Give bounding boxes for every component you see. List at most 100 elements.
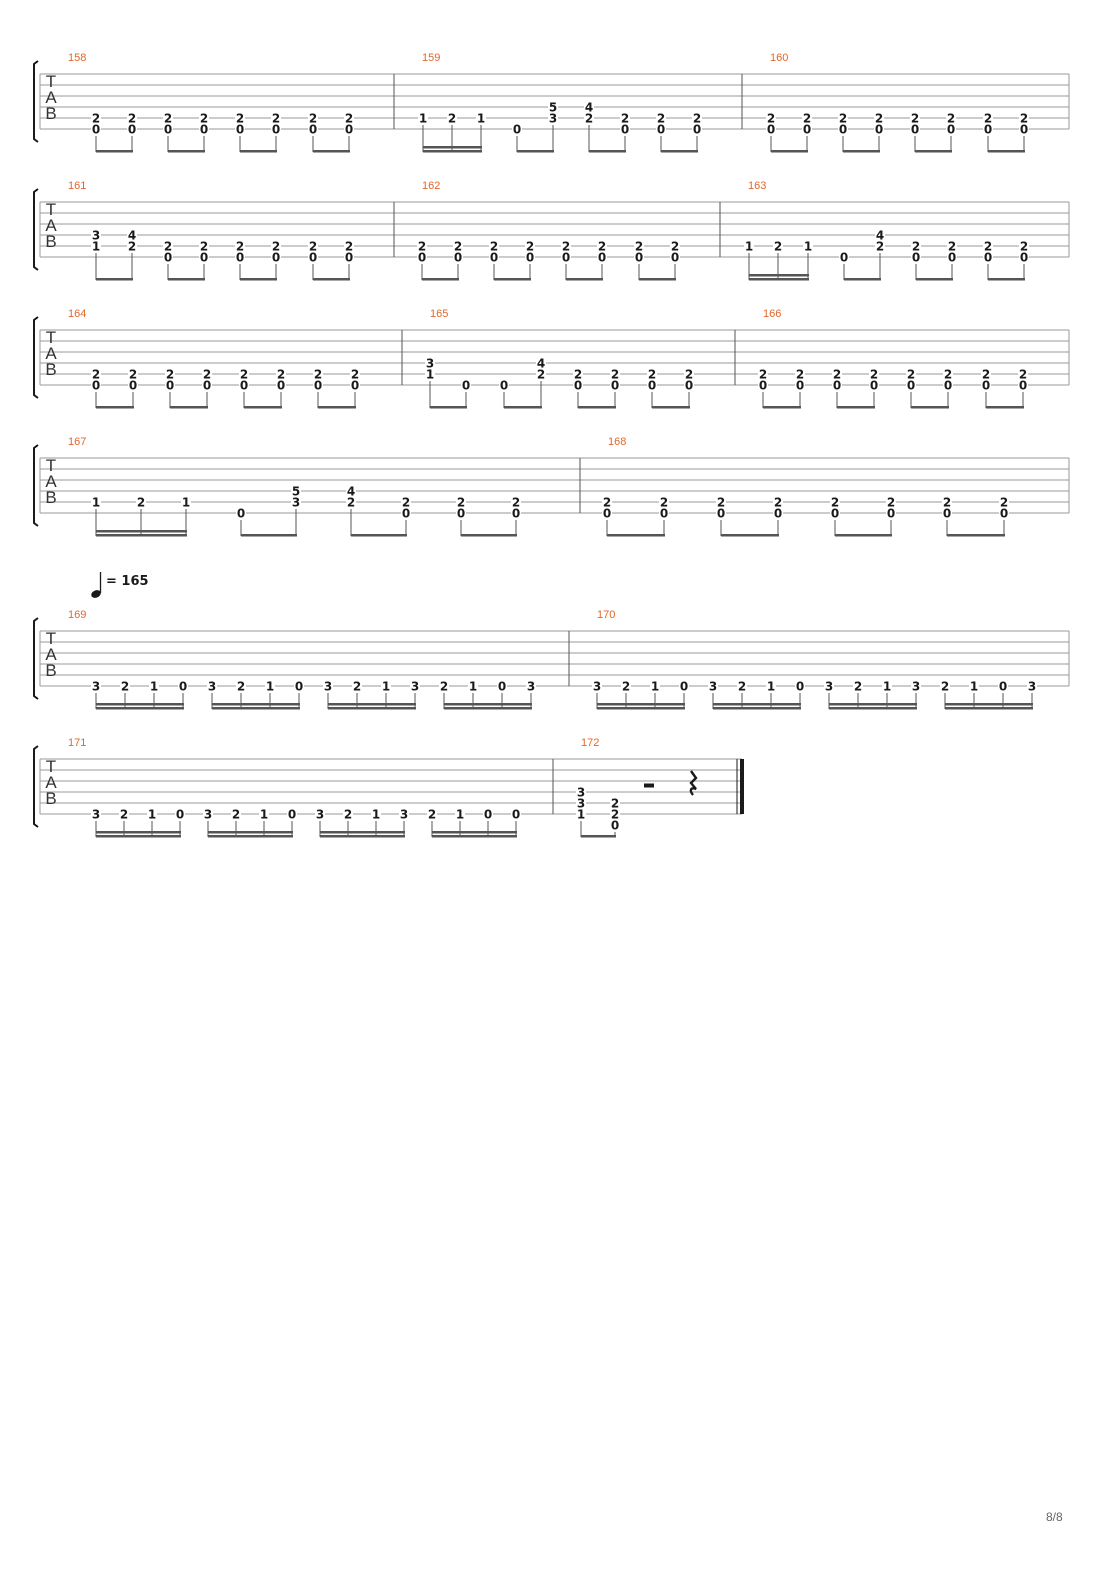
fret-number: 1 [266, 680, 274, 694]
fret-mask [875, 240, 885, 251]
fret-number: 2 [854, 680, 862, 694]
beam [432, 831, 517, 834]
fret-mask [231, 808, 241, 819]
fret-mask [91, 808, 101, 819]
fret-number: 3 [92, 808, 100, 822]
fret-mask [468, 680, 478, 691]
fret-mask [886, 496, 896, 507]
fret-number: 2 [120, 808, 128, 822]
fret-number: 0 [484, 808, 492, 822]
fret-mask [239, 368, 249, 379]
fret-number: 0 [92, 123, 100, 137]
fret-mask [983, 251, 993, 262]
fret-number: 2 [603, 496, 611, 510]
fret-mask [983, 240, 993, 251]
fret-number: 3 [577, 786, 585, 800]
fret-mask [120, 680, 130, 691]
fret-number: 2 [562, 240, 570, 254]
fret-mask [1018, 368, 1028, 379]
fret-mask [265, 680, 275, 691]
fret-number: 0 [402, 507, 410, 521]
fret-mask [91, 680, 101, 691]
fret-number: 0 [887, 507, 895, 521]
fret-number: 1 [577, 808, 585, 822]
fret-mask [610, 368, 620, 379]
fret-number: 2 [941, 680, 949, 694]
fret-number: 0 [671, 251, 679, 265]
fret-number: 2 [738, 680, 746, 694]
fret-number: 3 [204, 808, 212, 822]
beam [504, 406, 542, 409]
fret-number: 2 [402, 496, 410, 510]
beam [328, 707, 416, 710]
system-bracket [33, 444, 39, 527]
fret-number: 2 [982, 368, 990, 382]
half-rest [644, 783, 654, 788]
fret-mask [315, 808, 325, 819]
fret-number: 0 [635, 251, 643, 265]
beam [241, 534, 297, 537]
measure-number: 167 [68, 436, 86, 448]
beam [578, 406, 616, 409]
fret-number: 2 [984, 240, 992, 254]
fret-number: 2 [621, 112, 629, 126]
fret-number: 2 [344, 808, 352, 822]
fret-number: 1 [883, 680, 891, 694]
fret-mask [476, 112, 486, 123]
measure-number: 170 [597, 609, 615, 621]
fret-number: 0 [1020, 123, 1028, 137]
fret-mask [874, 123, 884, 134]
tab-clef-letter: A [45, 472, 57, 491]
fret-mask [236, 680, 246, 691]
fret-number: 4 [876, 229, 884, 243]
fret-mask [758, 379, 768, 390]
beam [915, 150, 952, 153]
fret-mask [127, 112, 137, 123]
beam [96, 534, 187, 537]
beam [829, 703, 917, 706]
system-bracket [33, 617, 39, 700]
beam [96, 530, 187, 533]
fret-number: 0 [512, 808, 520, 822]
beam [517, 150, 554, 153]
beam [945, 703, 1033, 706]
fret-number: 2 [887, 496, 895, 510]
beam [168, 278, 205, 281]
fret-number: 1 [469, 680, 477, 694]
fret-mask [399, 808, 409, 819]
fret-number: 2 [839, 112, 847, 126]
fret-mask [313, 379, 323, 390]
fret-number: 2 [671, 240, 679, 254]
beam [494, 278, 531, 281]
fret-number: 3 [912, 680, 920, 694]
fret-number: 4 [347, 485, 355, 499]
beam [320, 835, 405, 838]
fret-mask [308, 251, 318, 262]
fret-mask [425, 368, 435, 379]
measure-number: 161 [68, 180, 86, 192]
fret-number: 0 [982, 379, 990, 393]
fret-number: 0 [1019, 379, 1027, 393]
fret-number: 2 [774, 240, 782, 254]
tab-clef-letter: B [45, 360, 56, 379]
beam [320, 831, 405, 834]
fret-number: 1 [382, 680, 390, 694]
fret-number: 2 [585, 112, 593, 126]
fret-number: 0 [200, 123, 208, 137]
fret-mask [773, 240, 783, 251]
fret-number: 4 [128, 229, 136, 243]
fret-number: 2 [984, 112, 992, 126]
tab-clef-letter: A [45, 216, 57, 235]
fret-mask [346, 496, 356, 507]
fret-number: 1 [419, 112, 427, 126]
fret-number: 1 [92, 496, 100, 510]
fret-number: 2 [767, 112, 775, 126]
tab-clef-letter: B [45, 488, 56, 507]
fret-number: 2 [440, 680, 448, 694]
fret-mask [634, 251, 644, 262]
fret-mask [576, 808, 586, 819]
